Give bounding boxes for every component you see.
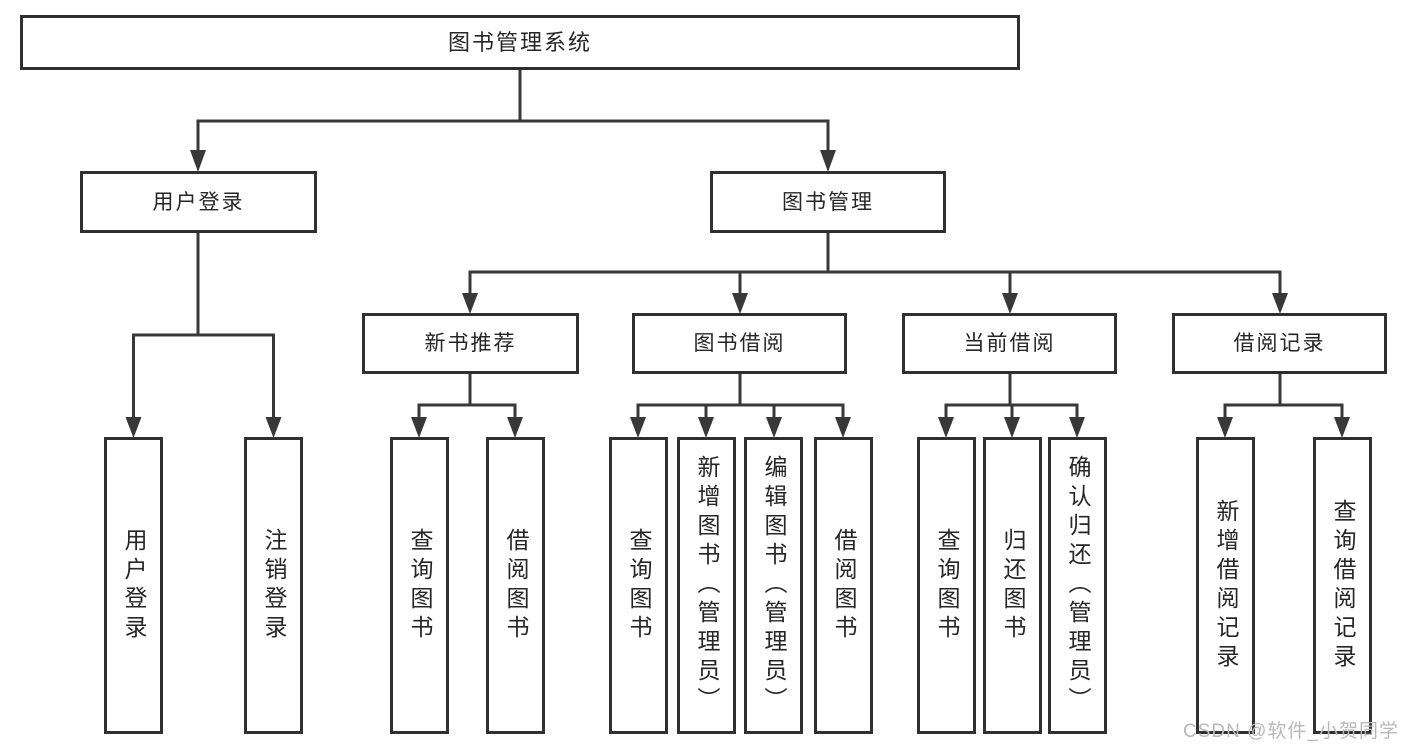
- leaf-edit-book-admin: 编辑图书（管理员）: [744, 437, 803, 734]
- node-new-book-recommendation: 新书推荐: [362, 313, 579, 374]
- node-user-login: 用户登录: [80, 171, 317, 233]
- leaf-logout: 注销登录: [244, 437, 303, 734]
- node-book-borrowing: 图书借阅: [632, 313, 847, 374]
- node-current-borrowing: 当前借阅: [902, 313, 1117, 374]
- leaf-add-book-admin: 新增图书（管理员）: [677, 437, 736, 734]
- leaf-query-borrow-record: 查询借阅记录: [1313, 437, 1372, 734]
- watermark: CSDN @软件_小贺同学: [1183, 721, 1399, 742]
- node-book-management: 图书管理: [710, 171, 946, 233]
- leaf-query-books-current: 查询图书: [917, 437, 976, 734]
- leaf-confirm-return-admin: 确认归还（管理员）: [1048, 437, 1107, 734]
- leaf-user-login: 用户登录: [104, 437, 163, 734]
- leaf-query-books-borrowing: 查询图书: [609, 437, 668, 734]
- leaf-add-borrow-record: 新增借阅记录: [1196, 437, 1255, 734]
- node-library-management-system: 图书管理系统: [20, 15, 1020, 70]
- node-borrowing-records: 借阅记录: [1172, 313, 1387, 374]
- leaf-borrow-books-recommend: 借阅图书: [486, 437, 545, 734]
- leaf-borrow-books-borrowing: 借阅图书: [814, 437, 873, 734]
- leaf-query-books-recommend: 查询图书: [390, 437, 449, 734]
- leaf-return-books: 归还图书: [983, 437, 1042, 734]
